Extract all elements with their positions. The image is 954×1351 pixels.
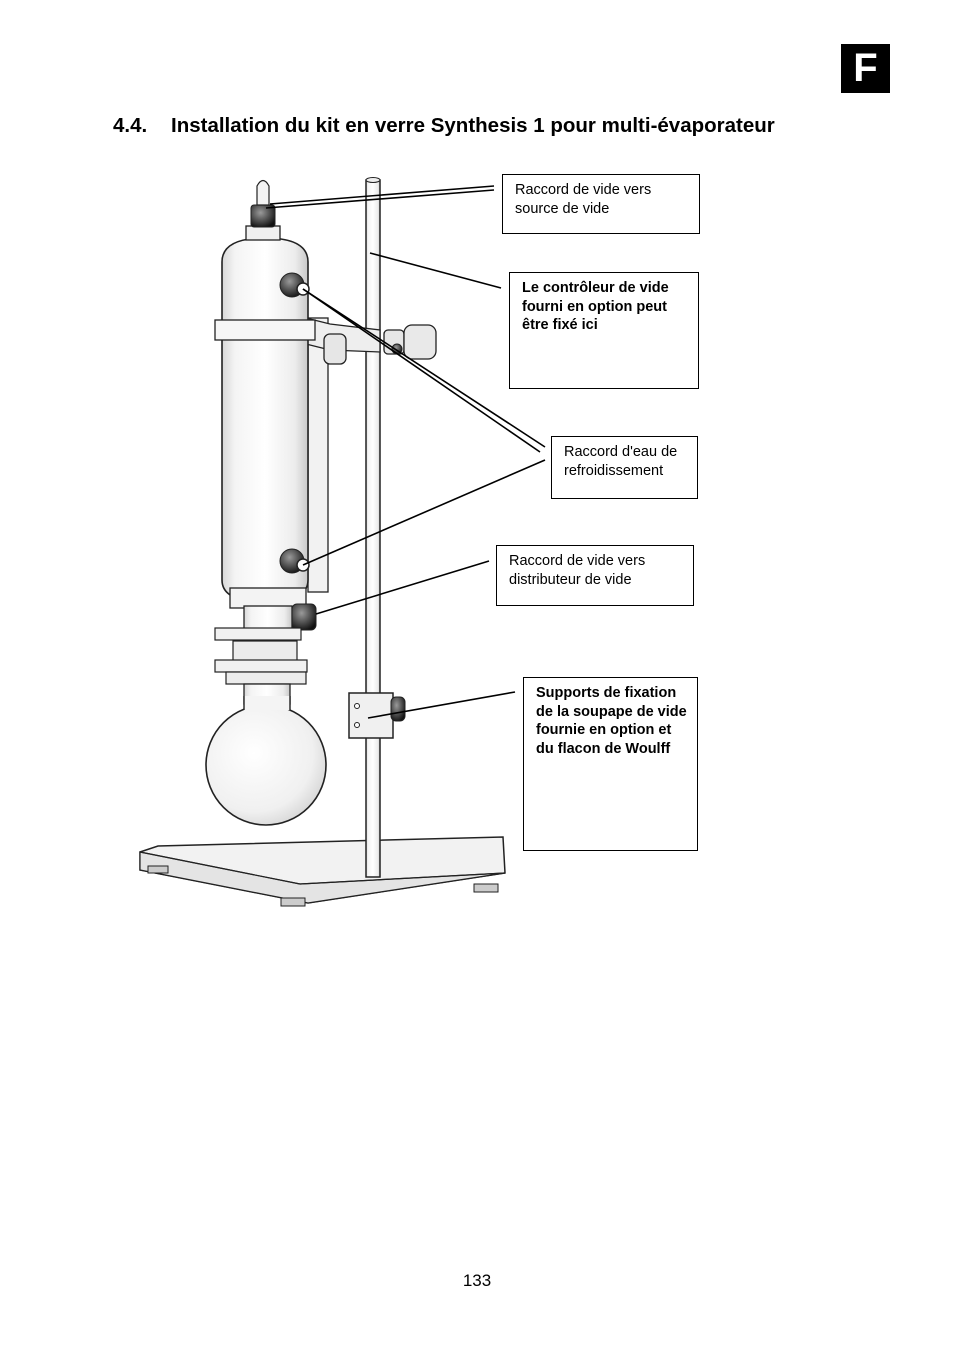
callout-valve-supports: Supports de fixation de la soupape de vi…	[523, 677, 698, 851]
condenser	[214, 179, 316, 603]
page-number: 133	[462, 1271, 492, 1290]
leader-lines	[265, 185, 546, 719]
callout-vacuum-source: Raccord de vide vers source de vide	[502, 174, 700, 234]
callout-cooling-water: Raccord d'eau de refroidissement	[551, 436, 698, 499]
callout-vacuum-distributor: Raccord de vide vers distributeur de vid…	[496, 545, 694, 606]
section-title: Installation du kit en verre Synthesis 1…	[171, 114, 775, 137]
support-rod	[365, 177, 381, 878]
section-heading: 4.4. Installation du kit en verre Synthes…	[113, 114, 913, 138]
valve-support-clamp	[348, 692, 406, 739]
flask-adapter	[214, 587, 317, 705]
language-badge: F	[841, 44, 890, 93]
section-number: 4.4.	[113, 114, 148, 137]
condenser-clamp	[305, 317, 437, 593]
callout-vacuum-controller: Le contrôleur de vide fourni en option p…	[509, 272, 699, 389]
round-bottom-flask	[205, 696, 327, 826]
stand-base	[139, 836, 506, 907]
